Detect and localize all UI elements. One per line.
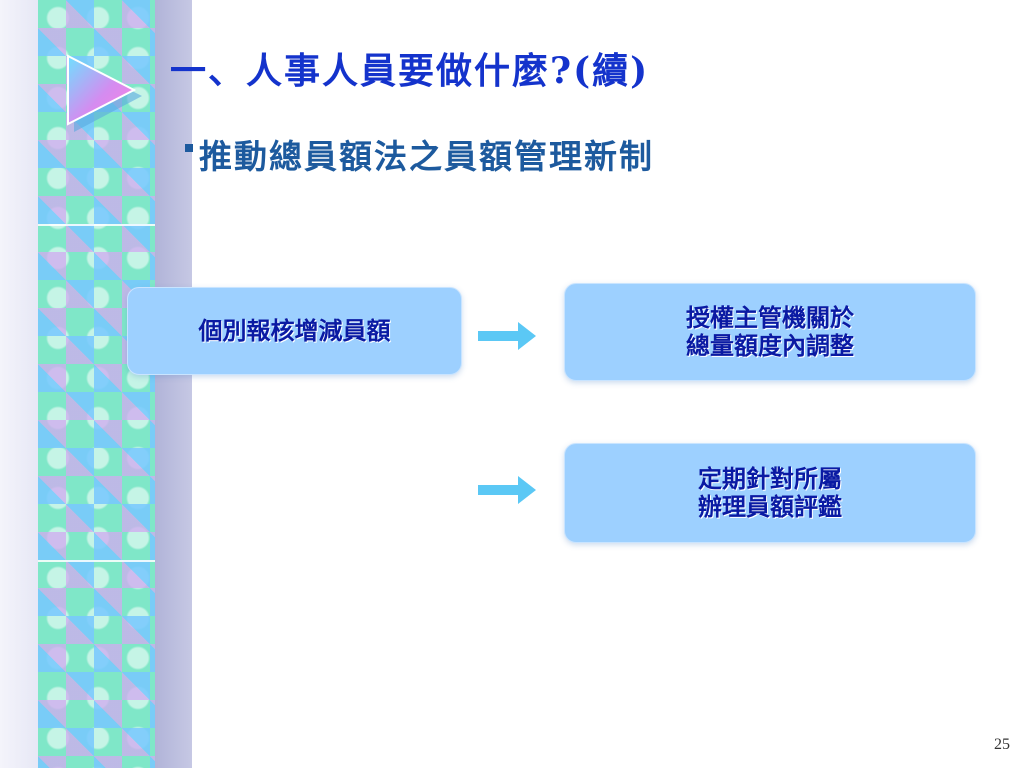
right-arrow-icon [478, 322, 536, 350]
slide-title: 一、人事人員要做什麼?(續) [170, 50, 650, 92]
target-box-2-line2: 辦理員額評鑑 [698, 492, 842, 521]
decorative-strip [38, 0, 155, 768]
right-arrow-icon [478, 476, 536, 504]
subtitle-text: 推動總員額法之員額管理新制 [199, 137, 654, 176]
page-number: 25 [994, 736, 1010, 753]
source-box-label: 個別報核增減員額 [198, 316, 391, 345]
target-box-1-line1: 授權主管機關於 [686, 303, 854, 332]
target-box-2: 定期針對所屬 辦理員額評鑑 [564, 443, 976, 543]
play-triangle-icon [67, 54, 142, 132]
target-box-2-line1: 定期針對所屬 [698, 464, 842, 493]
strip-divider [38, 224, 155, 226]
target-box-1: 授權主管機關於 總量額度內調整 [564, 283, 976, 381]
target-box-1-line2: 總量額度內調整 [686, 331, 854, 360]
strip-divider [38, 560, 155, 562]
source-box: 個別報核增減員額 [127, 287, 462, 375]
slide-subtitle: 推動總員額法之員額管理新制 [185, 130, 654, 178]
square-bullet-icon [185, 144, 193, 152]
